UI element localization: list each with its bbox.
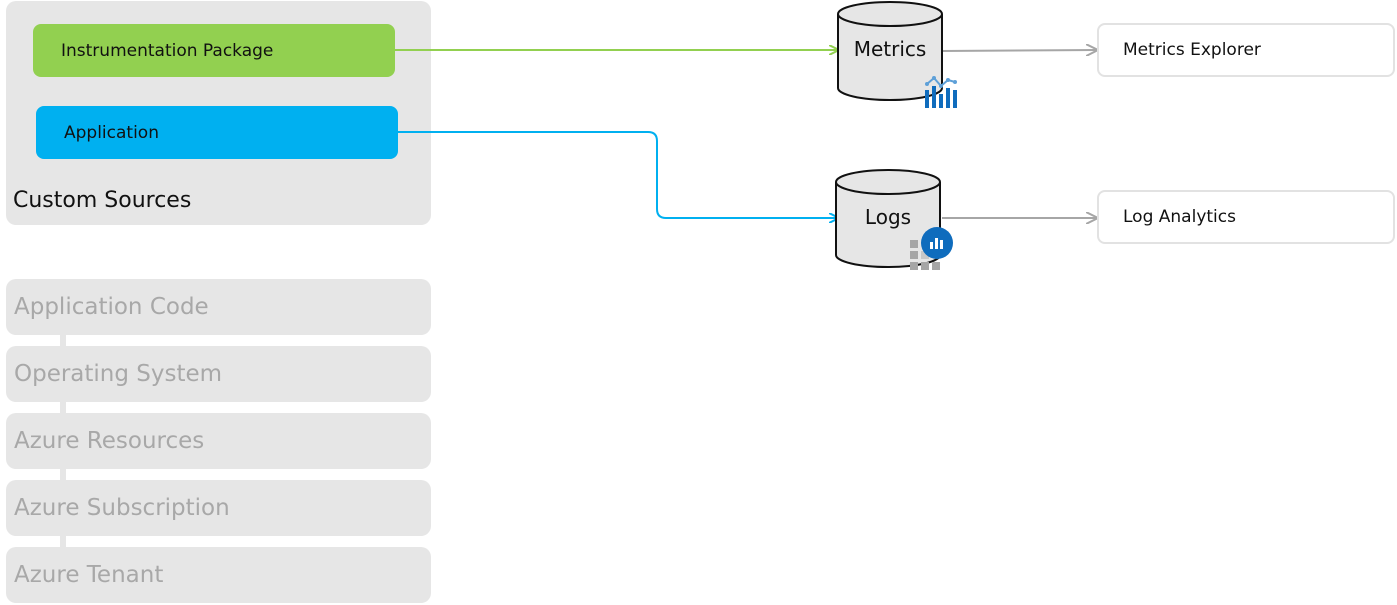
logs-store-label: Logs xyxy=(864,205,912,229)
layer-connector xyxy=(60,334,66,348)
layer-connector xyxy=(60,401,66,415)
layer-azure-subscription[interactable]: Azure Subscription xyxy=(6,480,431,536)
application-label: Application xyxy=(64,122,159,143)
application-button[interactable]: Application xyxy=(36,106,398,159)
layer-connector xyxy=(60,468,66,482)
metrics-explorer-label: Metrics Explorer xyxy=(1123,40,1261,60)
instrumentation-package-button[interactable]: Instrumentation Package xyxy=(33,24,395,77)
layer-application-code[interactable]: Application Code xyxy=(6,279,431,335)
layer-operating-system[interactable]: Operating System xyxy=(6,346,431,402)
custom-sources-title: Custom Sources xyxy=(13,188,192,213)
metrics-to-explorer-arrow xyxy=(941,50,1097,51)
metrics-explorer-button[interactable]: Metrics Explorer xyxy=(1097,23,1395,77)
layer-azure-tenant[interactable]: Azure Tenant xyxy=(6,547,431,603)
metrics-store-label: Metrics xyxy=(853,37,927,61)
instrumentation-package-label: Instrumentation Package xyxy=(61,40,274,61)
metrics-store-cylinder[interactable] xyxy=(837,1,943,101)
metrics-chart-icon xyxy=(925,76,957,108)
log-analytics-button[interactable]: Log Analytics xyxy=(1097,190,1395,244)
application-to-logs-arrow xyxy=(398,131,838,218)
layer-connector xyxy=(60,535,66,549)
log-analytics-label: Log Analytics xyxy=(1123,207,1236,227)
log-analytics-icon xyxy=(910,227,953,270)
layer-azure-resources[interactable]: Azure Resources xyxy=(6,413,431,469)
